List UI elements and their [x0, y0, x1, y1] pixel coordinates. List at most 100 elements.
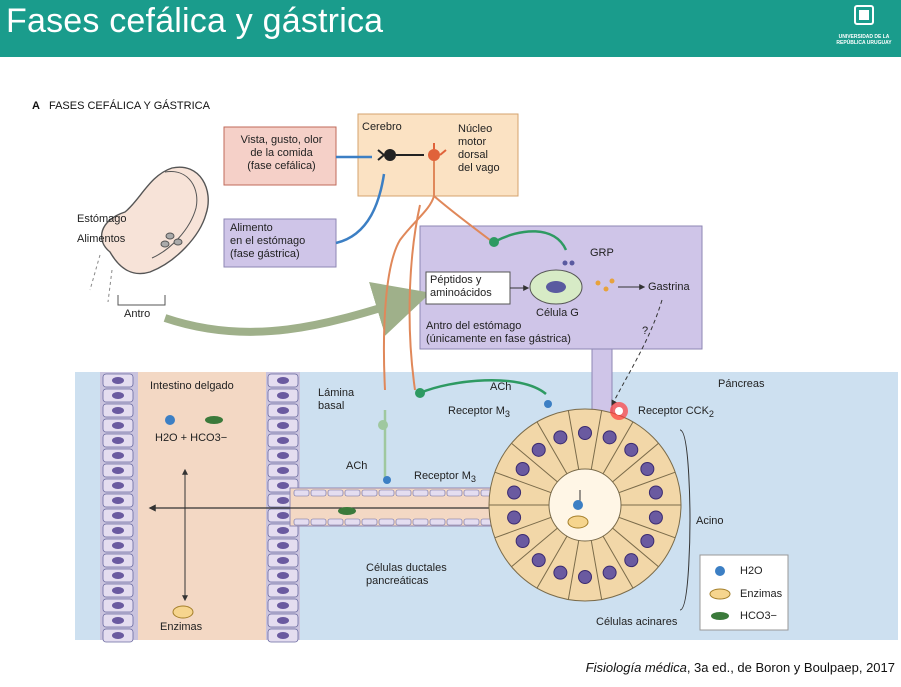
gastrina-label: Gastrina	[648, 281, 690, 293]
celulas-ductales-label: Células ductales pancreáticas	[366, 562, 447, 588]
alimentos-label: Alimentos	[77, 233, 126, 245]
lamina-line-1: Lámina	[318, 387, 355, 399]
vagal-efferent-3	[408, 204, 421, 391]
cell-nucleus	[112, 512, 124, 519]
cell-nucleus	[277, 527, 289, 534]
duct-cell	[429, 518, 446, 526]
acinar-divider	[602, 421, 634, 475]
antro-estomago-label: Antro del estómago (únicamente en fase g…	[426, 320, 571, 346]
cell-nucleus	[277, 377, 289, 384]
cell-nucleus	[112, 542, 124, 549]
lamina-label: Lámina basal	[318, 387, 354, 413]
hco3-duct	[338, 507, 356, 515]
cell-nucleus	[277, 602, 289, 609]
acinar-divider	[590, 410, 603, 470]
pancreas-label: Páncreas	[718, 378, 765, 390]
antro-estomago-line-2: (únicamente en fase gástrica)	[426, 333, 571, 345]
nucleo-line-2: motor	[458, 136, 487, 148]
legend-hco3: HCO3−	[740, 610, 777, 622]
peptides-box	[425, 271, 511, 305]
acinar-divider	[618, 516, 676, 539]
alimento-label: Alimento en el estómago (fase gástrica)	[230, 222, 305, 261]
cell-nucleus	[277, 557, 289, 564]
cell-nucleus	[277, 407, 289, 414]
vista-line-2: de la comida	[250, 147, 313, 159]
vista-line-3: (fase cefálica)	[247, 160, 316, 172]
acinar-divider	[567, 540, 580, 600]
panel-title: FASES CEFÁLICA Y GÁSTRICA	[48, 100, 210, 112]
cell-nucleus	[277, 467, 289, 474]
acinar-divider	[494, 471, 552, 494]
acinar-nucleus	[578, 426, 592, 440]
duct-cell	[412, 489, 429, 497]
acinar-nucleus	[648, 485, 663, 500]
acinar-nucleus	[578, 570, 592, 584]
cell-nucleus	[277, 587, 289, 594]
acinar-nucleus	[602, 565, 617, 580]
acinar-divider	[612, 527, 659, 568]
cell-nucleus	[277, 617, 289, 624]
slide-title: Fases cefálica y gástrica	[6, 2, 384, 40]
food-stomach-box	[223, 218, 337, 268]
nucleo-line-3: dorsal	[458, 149, 488, 161]
receptor-m3-top-sub: 3	[504, 409, 510, 420]
duct-cell	[463, 518, 480, 526]
duct-cell	[310, 489, 327, 497]
acinar-nucleus	[640, 534, 655, 548]
acinar-divider	[618, 471, 676, 494]
acinar-nucleus	[624, 442, 639, 457]
enzimas-intestine-label: Enzimas	[160, 621, 203, 633]
acinar-nucleus	[624, 553, 639, 568]
cell-nucleus	[277, 392, 289, 399]
grp-label: GRP	[590, 247, 614, 259]
receptor-cck-text: Receptor CCK	[638, 405, 709, 417]
acinar-divider	[536, 421, 568, 475]
duct-cell	[446, 518, 463, 526]
cell-nucleus	[112, 497, 124, 504]
acinar-divider	[590, 540, 603, 600]
vista-label: Vista, gusto, olor de la comida (fase ce…	[229, 134, 334, 173]
nucleo-motor-label: Núcleo motor dorsal del vago	[458, 123, 500, 175]
acinar-nucleus	[640, 462, 655, 476]
logo-text: UNIVERSIDAD DE LA REPÚBLICA URUGUAY	[836, 34, 892, 46]
nucleo-line-1: Núcleo	[458, 123, 493, 135]
citation-rest: , 3a ed., de Boron y Boulpaep, 2017	[686, 660, 895, 675]
receptor-m3-mid-label: Receptor M3	[414, 470, 476, 486]
cell-nucleus	[277, 512, 289, 519]
cell-nucleus	[277, 572, 289, 579]
acinar-divider	[602, 535, 634, 589]
cell-nucleus	[112, 467, 124, 474]
duct-cell	[310, 518, 327, 526]
acinar-divider	[612, 442, 659, 483]
cell-nucleus	[277, 422, 289, 429]
cell-nucleus	[112, 392, 124, 399]
duct-cell	[429, 489, 446, 497]
acinar-divider	[511, 442, 558, 483]
acinar-nucleus	[515, 462, 530, 476]
cell-nucleus	[277, 632, 289, 639]
cell-nucleus	[112, 452, 124, 459]
acinar-nucleus	[648, 510, 663, 525]
acinar-nucleus	[553, 430, 568, 445]
duct-cell	[378, 518, 395, 526]
stomach-illustration	[89, 166, 209, 306]
cell-nucleus	[277, 497, 289, 504]
acinar-divider	[567, 410, 580, 470]
citation-book: Fisiología médica	[585, 660, 687, 675]
slide-header: Fases cefálica y gástrica UNIVERSIDAD DE…	[0, 0, 901, 57]
duct-cell	[344, 518, 361, 526]
cell-nucleus	[112, 482, 124, 489]
alimento-line-3: (fase gástrica)	[230, 248, 300, 260]
cell-nucleus	[112, 632, 124, 639]
grp-fiber	[493, 230, 568, 251]
citation: Fisiología médica, 3a ed., de Boron y Bo…	[586, 660, 895, 675]
cell-nucleus	[112, 557, 124, 564]
cell-nucleus	[112, 407, 124, 414]
intestino-label: Intestino delgado	[150, 380, 234, 392]
legend-h2o: H2O	[740, 565, 763, 577]
intestine-lumen	[138, 372, 266, 640]
alimento-line-2: en el estómago	[230, 235, 306, 247]
duct-cell	[344, 489, 361, 497]
antro-arrow	[163, 282, 431, 336]
